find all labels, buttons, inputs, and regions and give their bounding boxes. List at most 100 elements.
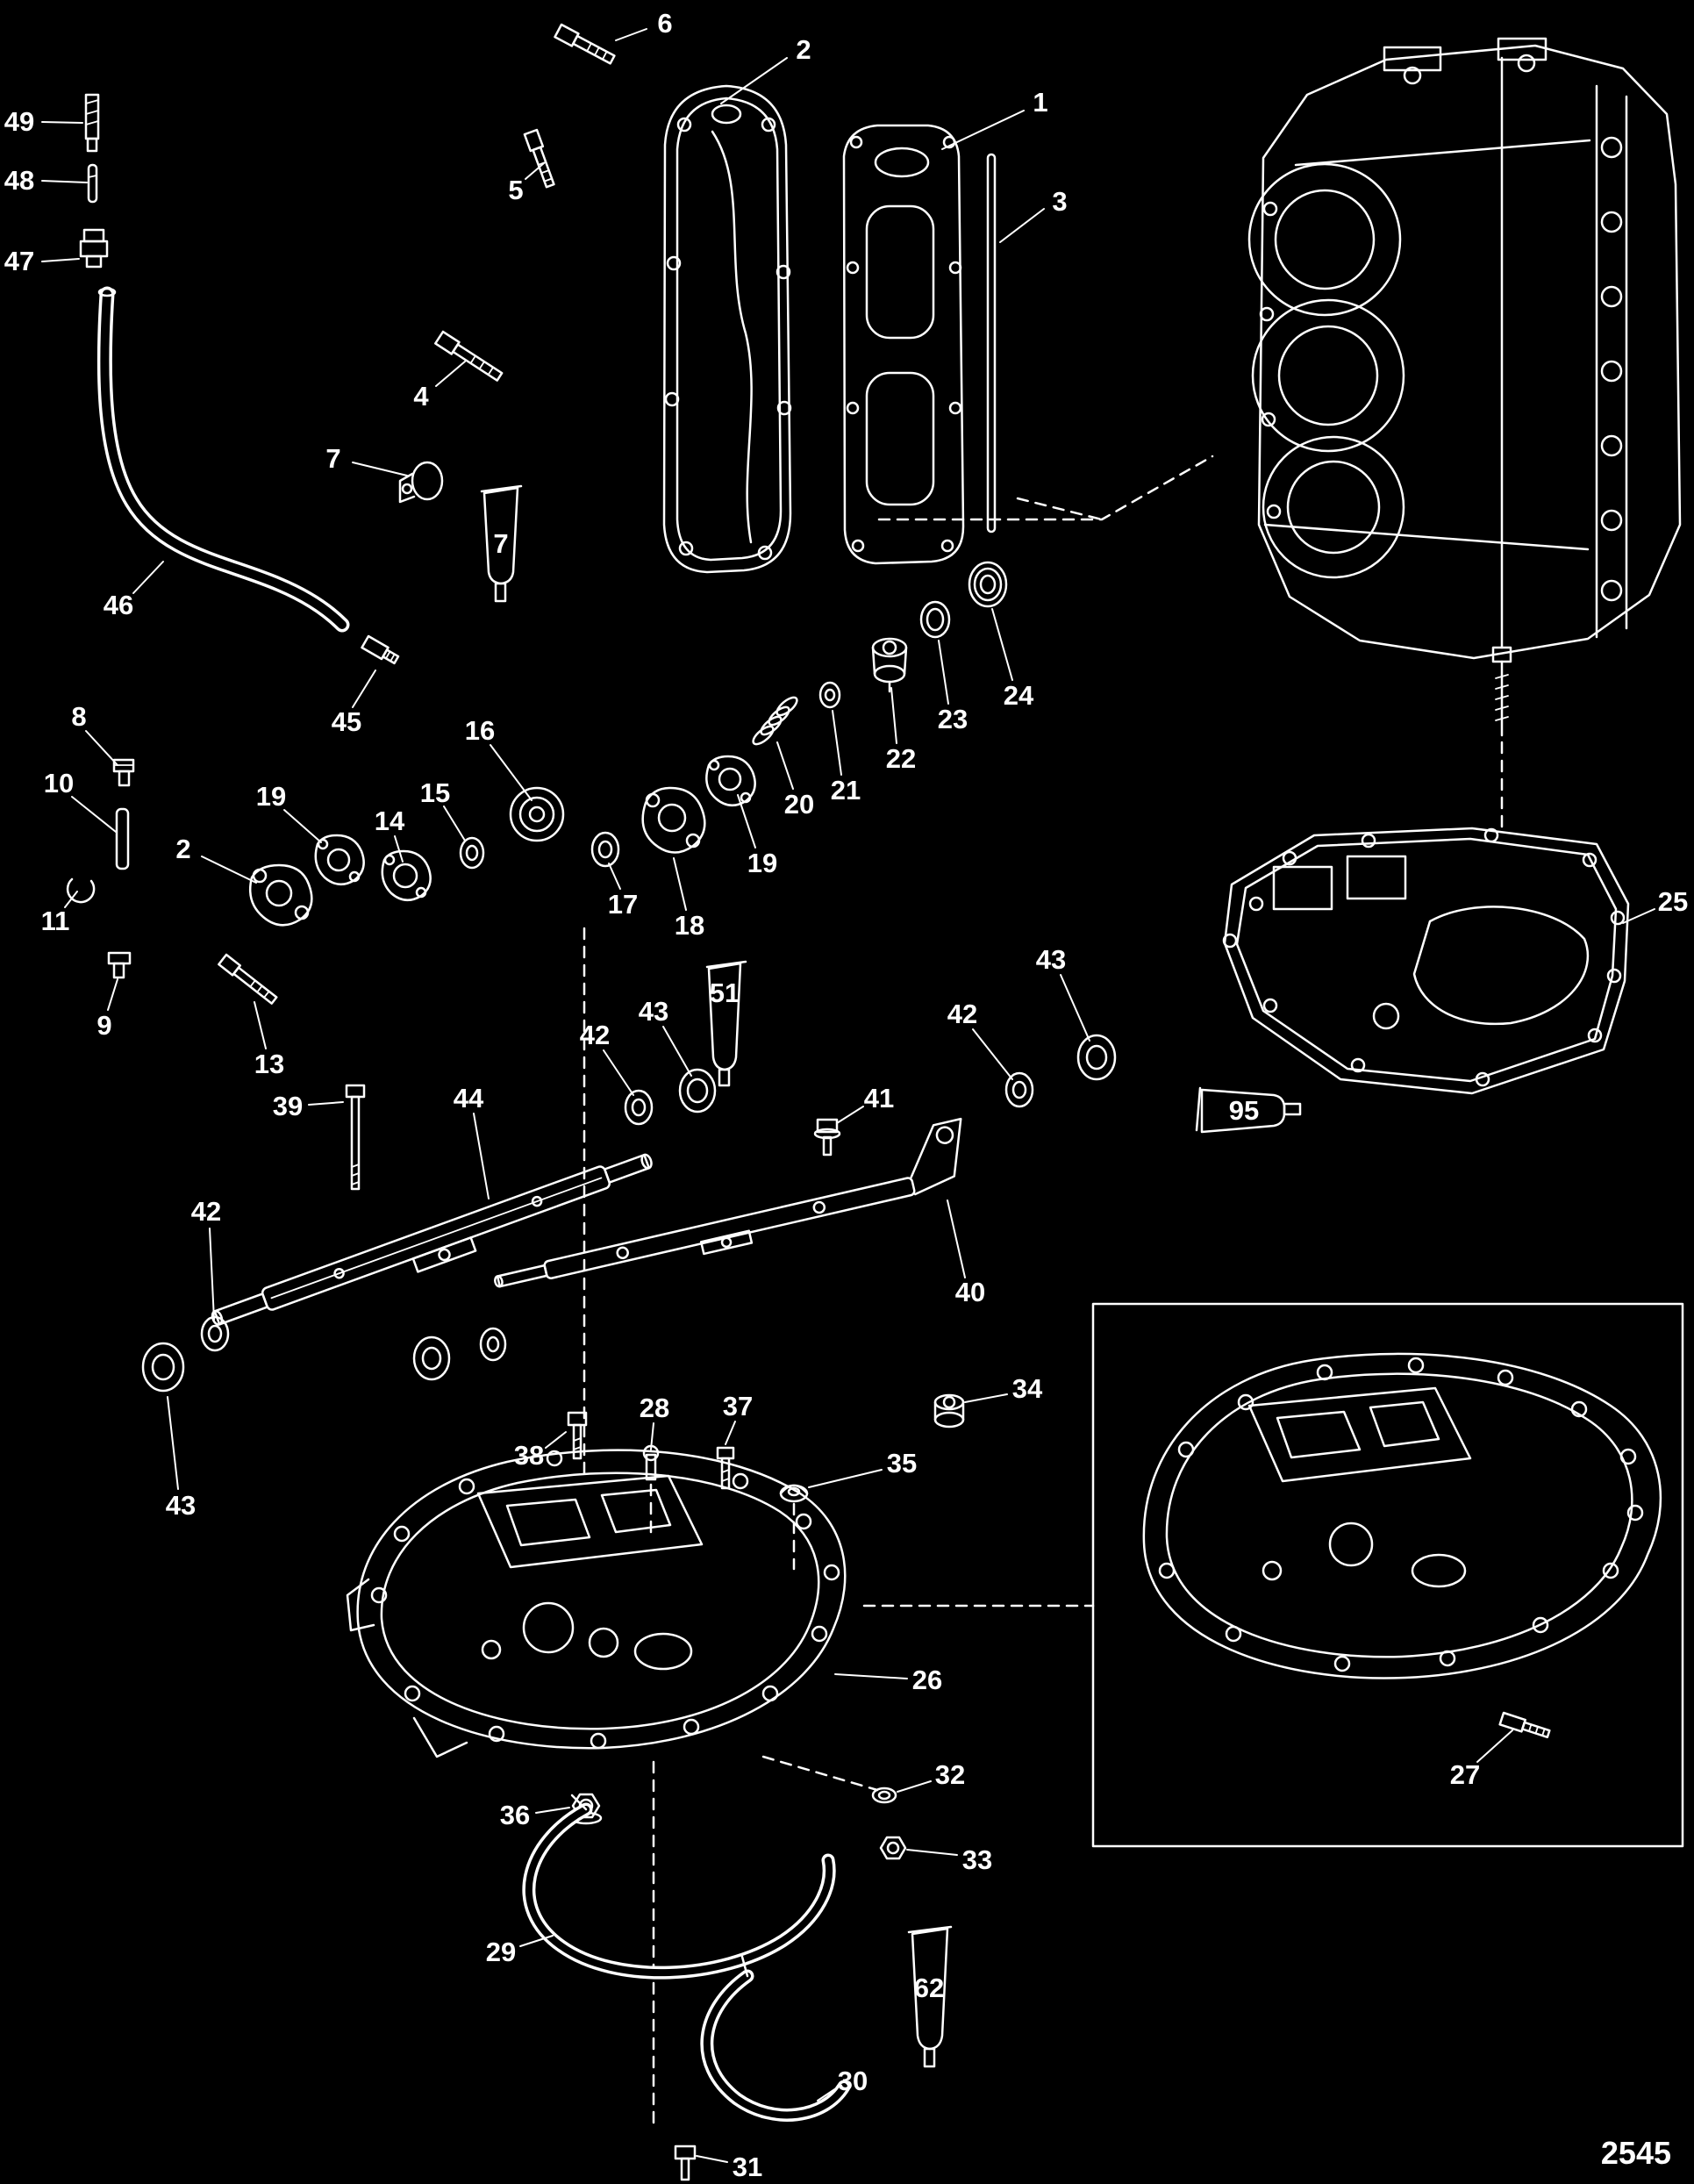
mount-grommet-washer-drawings [141,1034,1117,1393]
leader-line-41 [836,1106,864,1124]
leader-line-46 [132,561,164,594]
leader-lines [41,28,1655,2163]
bolt-4-drawing [434,330,504,382]
leader-line-38 [545,1431,567,1449]
leader-line-39 [308,1101,344,1106]
leader-line-47 [41,258,80,262]
leader-line-27 [1476,1729,1513,1763]
lower-seal-30-drawing [700,1955,851,2122]
leader-line-17 [608,863,621,890]
bolt-13-drawing [218,953,278,1005]
leader-line-11 [64,891,78,908]
leader-line-35 [808,1469,883,1488]
leader-line-43 [662,1026,692,1077]
leader-line-4 [435,361,466,387]
bolt-31-drawing [674,2145,697,2181]
leader-line-3 [999,208,1045,243]
bolt-39-drawing [345,1084,366,1191]
leader-line-36 [535,1807,570,1814]
leader-line-42 [603,1049,634,1096]
dashed-alignment-lines [583,455,1504,2129]
leader-line-32 [897,1780,932,1793]
pin-28-drawing [645,1453,657,1481]
leader-line-25 [1622,908,1655,924]
leader-line-19 [283,809,322,843]
leader-line-19 [737,794,756,849]
leader-line-5 [525,162,545,180]
water-hose-drawing [96,286,350,633]
sealant-tube-51-drawing [705,960,747,1087]
leader-line-9 [107,978,118,1011]
leader-line-10 [71,796,117,833]
leader-line-30 [817,2087,837,2102]
exhaust-plate-gasket-drawing [842,124,965,565]
nut-34-drawing [933,1393,965,1429]
clip-11-drawing [66,877,96,904]
leader-line-15 [443,806,466,841]
seal-strip-drawing [986,153,997,533]
grommet-35-drawing [779,1484,809,1503]
fitting-27-drawing [1498,1711,1551,1739]
leader-line-43 [167,1396,179,1490]
exhaust-divider-plate-drawing [662,84,792,574]
leader-line-23 [938,640,949,705]
plate-gasket-drawing [1222,827,1630,1095]
leader-line-7 [352,462,408,476]
leader-line-2 [201,856,257,884]
leader-line-1 [941,110,1025,150]
adapter-plate-drawing [346,1444,847,1758]
hose-clamp-drawing [398,461,444,504]
bolt-6-drawing [554,23,616,65]
pin-48-drawing [87,163,98,204]
fitting-45-drawing [361,634,400,665]
leader-line-29 [519,1935,554,1947]
leader-line-28 [650,1422,654,1450]
leader-line-40 [947,1199,966,1278]
leader-line-6 [615,28,647,41]
leader-line-18 [673,857,687,911]
mounting-bracket-drawing [494,1117,962,1288]
lower-seal-29-drawing [522,1794,836,1980]
leader-line-26 [834,1673,908,1679]
fitting-9-drawing [107,951,132,979]
sealant-tube-62-drawing [907,1925,953,2068]
leader-line-14 [394,835,404,863]
leader-line-43 [1060,974,1090,1042]
tube-10-drawing [115,807,130,870]
leader-line-8 [85,730,118,766]
leader-line-33 [906,1849,958,1856]
nut-33-drawing [879,1836,907,1860]
washer-32-drawing [871,1787,897,1804]
leader-line-42 [972,1028,1013,1080]
page-number: 2545 [1600,2135,1671,2171]
leader-line-34 [964,1393,1008,1403]
fuel-rail-drawing [211,1153,653,1326]
leader-line-16 [490,744,533,801]
bolt-41-drawing [813,1118,841,1156]
fitting-47-drawing [79,228,109,269]
leader-line-48 [41,180,88,183]
stud-49-drawing [84,93,100,153]
thermostat-parts-drawing [248,561,1008,927]
leader-line-21 [832,710,842,776]
leader-line-20 [776,741,794,790]
leader-line-24 [991,608,1013,681]
bolt-5-drawing [523,128,555,189]
leader-line-49 [41,121,83,124]
leader-line-37 [725,1421,736,1445]
leader-line-13 [254,1001,267,1049]
inset-adapter-plate-drawing [1142,1352,1662,1679]
leader-line-42 [209,1228,215,1321]
leader-line-22 [890,687,897,744]
inset-detail-box [1091,1302,1684,1848]
leader-line-2 [720,57,788,104]
engine-block-drawing [1247,37,1682,737]
bolt-37-drawing [716,1446,735,1490]
bolt-38-drawing [567,1411,588,1460]
leader-line-31 [696,2155,728,2163]
leader-line-45 [352,670,376,708]
leader-line-44 [473,1113,490,1199]
